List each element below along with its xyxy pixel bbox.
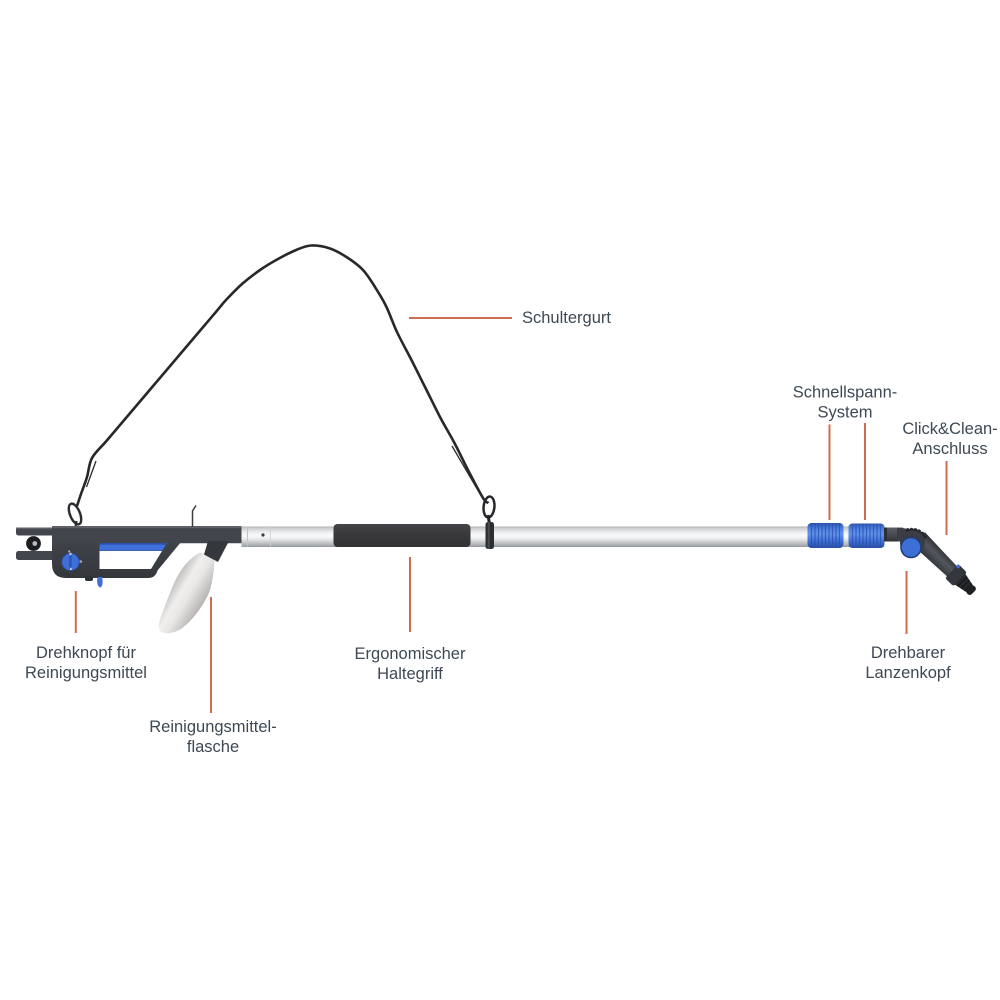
- svg-text:Schnellspann-: Schnellspann-: [793, 384, 898, 402]
- svg-text:Click&Clean-: Click&Clean-: [902, 420, 997, 438]
- svg-text:Haltegriff: Haltegriff: [377, 665, 443, 683]
- svg-text:flasche: flasche: [187, 738, 239, 756]
- svg-text:System: System: [817, 404, 872, 422]
- svg-text:Ergonomischer: Ergonomischer: [355, 645, 466, 663]
- svg-text:Drehknopf für: Drehknopf für: [36, 644, 136, 662]
- svg-text:Drehbarer: Drehbarer: [871, 644, 946, 662]
- svg-text:Schultergurt: Schultergurt: [522, 309, 611, 327]
- svg-text:Anschluss: Anschluss: [912, 440, 987, 458]
- svg-text:Lanzenkopf: Lanzenkopf: [865, 664, 951, 682]
- svg-text:Reinigungsmittel: Reinigungsmittel: [25, 664, 147, 682]
- svg-text:Reinigungsmittel-: Reinigungsmittel-: [149, 718, 276, 736]
